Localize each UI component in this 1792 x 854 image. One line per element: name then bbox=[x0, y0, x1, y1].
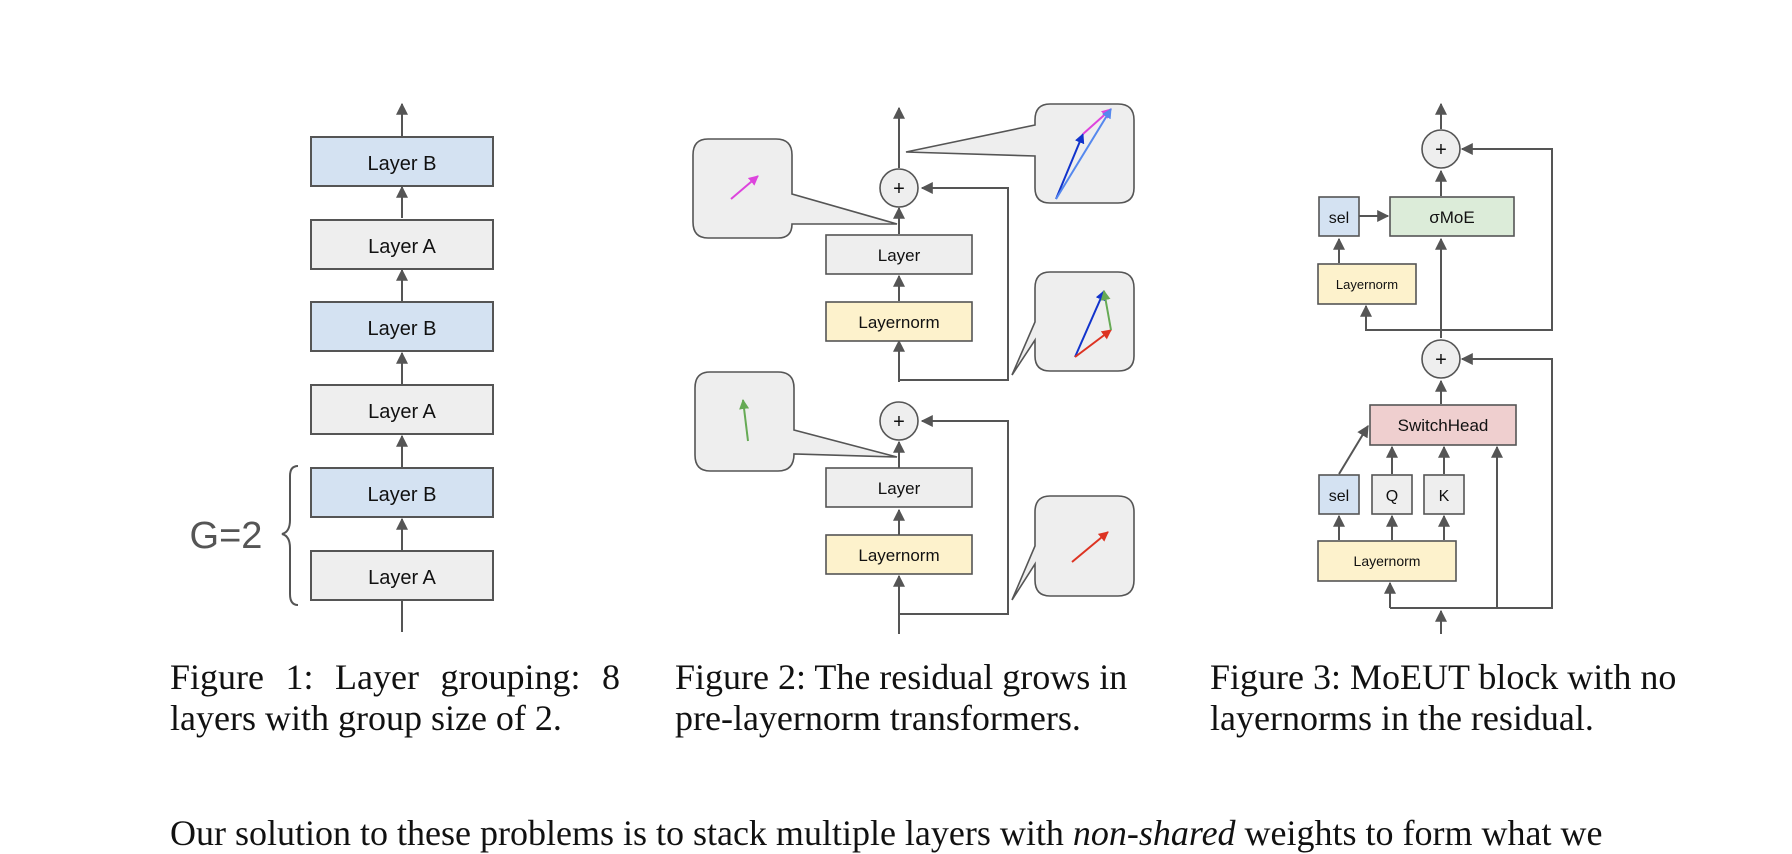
layernorm-label: Layernorm bbox=[858, 546, 939, 565]
figure-3-caption: Figure 3: MoEUT block with no layernorms… bbox=[1210, 657, 1677, 738]
layer-box: Layer A bbox=[310, 550, 494, 601]
vector-bubble-mid-left bbox=[694, 371, 898, 472]
body-text-start: Our solution to these problems is to sta… bbox=[170, 813, 1073, 853]
plus-symbol: + bbox=[893, 411, 905, 433]
plus-node: + bbox=[1421, 339, 1461, 379]
k-box: K bbox=[1423, 474, 1465, 515]
vector-bubble-top-right bbox=[905, 103, 1135, 204]
layernorm-label: Layernorm bbox=[1336, 277, 1398, 292]
layer-box: Layer bbox=[825, 467, 973, 508]
group-size-label: G=2 bbox=[190, 515, 263, 557]
layer-box: Layer bbox=[825, 234, 973, 275]
layernorm-box: Layernorm bbox=[825, 534, 973, 575]
layernorm-box: Layernorm bbox=[1317, 540, 1457, 582]
plus-node: + bbox=[1421, 129, 1461, 169]
q-box: Q bbox=[1371, 474, 1413, 515]
layer-label: Layer A bbox=[368, 567, 436, 589]
layer-label: Layer B bbox=[368, 484, 437, 506]
layer-box: Layer A bbox=[310, 384, 494, 435]
body-paragraph-line: Our solution to these problems is to sta… bbox=[170, 812, 1602, 854]
layernorm-label: Layernorm bbox=[858, 313, 939, 332]
plus-node: + bbox=[879, 401, 919, 441]
switchhead-label: SwitchHead bbox=[1398, 416, 1489, 435]
layer-box: Layer B bbox=[310, 301, 494, 352]
moe-label: σMoE bbox=[1429, 208, 1474, 227]
k-label: K bbox=[1439, 488, 1450, 505]
layernorm-box: Layernorm bbox=[1317, 263, 1417, 305]
plus-symbol: + bbox=[1435, 139, 1447, 161]
sel-label: sel bbox=[1329, 488, 1349, 505]
figure-3-diagram: Layernorm sel Q K SwitchHead + Layernorm bbox=[1317, 102, 1553, 634]
q-label: Q bbox=[1386, 488, 1398, 505]
layer-box: Layer A bbox=[310, 219, 494, 270]
layer-label: Layer B bbox=[368, 153, 437, 175]
layer-box: Layer B bbox=[310, 136, 494, 187]
plus-node: + bbox=[879, 168, 919, 208]
plus-symbol: + bbox=[1435, 349, 1447, 371]
moe-box: σMoE bbox=[1389, 196, 1515, 237]
body-text-end: weights to form what we bbox=[1235, 813, 1603, 853]
switchhead-box: SwitchHead bbox=[1369, 404, 1517, 446]
figure-2-diagram: Layernorm Layer + Layernorm Layer + bbox=[692, 103, 1135, 634]
layernorm-box: Layernorm bbox=[825, 301, 973, 342]
body-text-emphasis: non-shared bbox=[1072, 813, 1236, 853]
figure-2-caption: Figure 2: The residual grows in pre-laye… bbox=[675, 657, 1128, 738]
layer-label: Layer A bbox=[368, 401, 436, 423]
layer-label: Layer B bbox=[368, 318, 437, 340]
layer-label: Layer bbox=[878, 246, 921, 265]
plus-symbol: + bbox=[893, 178, 905, 200]
vector-bubble-bottom-right bbox=[1011, 495, 1135, 601]
sel-label: sel bbox=[1329, 210, 1349, 227]
vector-bubble-mid-right bbox=[1011, 271, 1135, 376]
figures-canvas: Layer B Layer A Layer B Layer A Layer B … bbox=[190, 102, 1553, 634]
group-brace bbox=[281, 465, 299, 606]
sel-box: sel bbox=[1318, 196, 1360, 237]
layer-label: Layer bbox=[878, 479, 921, 498]
vector-bubble-top-left bbox=[692, 138, 898, 239]
layernorm-label: Layernorm bbox=[1354, 553, 1421, 569]
layer-label: Layer A bbox=[368, 236, 436, 258]
layer-box: Layer B bbox=[310, 467, 494, 518]
figure-1-diagram: Layer B Layer A Layer B Layer A Layer B … bbox=[190, 102, 494, 632]
sel-box: sel bbox=[1318, 474, 1360, 515]
figure-1-caption: Figure 1: Layer grouping: 8 layers with … bbox=[170, 657, 620, 738]
